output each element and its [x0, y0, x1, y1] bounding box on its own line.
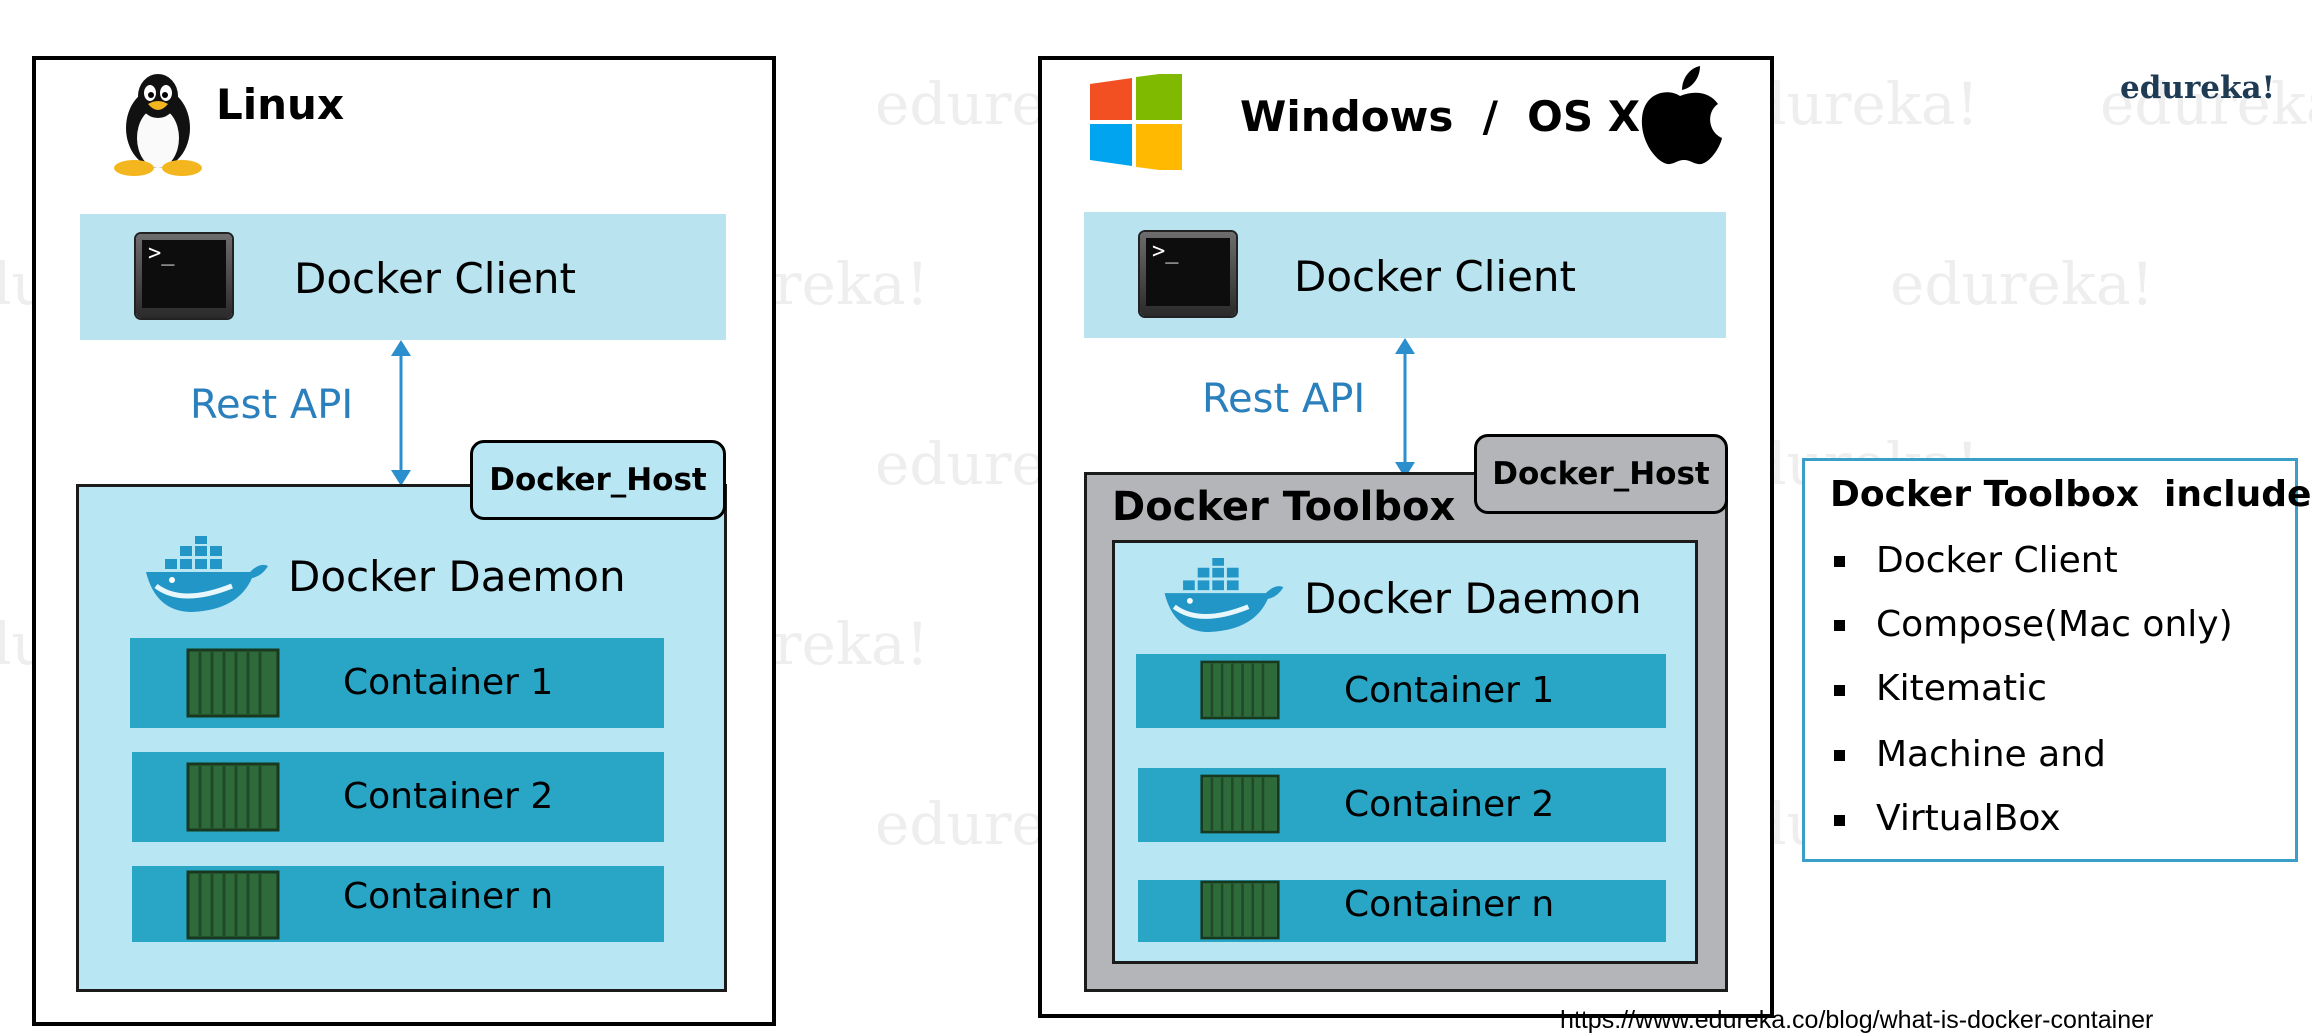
- windows-osx-title: Windows / OS X: [1240, 92, 1641, 141]
- bullet-icon: [1834, 815, 1845, 826]
- source-url: https://www.edureka.co/blog/what-is-dock…: [1560, 1006, 2154, 1034]
- windows-rest-api-label: Rest API: [1202, 376, 1366, 422]
- tux-penguin-icon: [114, 74, 202, 176]
- docker-whale-icon: [1164, 558, 1284, 633]
- bullet-icon: [1834, 685, 1845, 696]
- toolbox-includes-heading: Docker Toolbox includes:: [1830, 474, 2312, 515]
- terminal-icon: >_: [136, 234, 232, 318]
- linux-container-label: Container n: [343, 876, 554, 917]
- apple-logo-icon: [1641, 66, 1722, 165]
- windows-container-label: Container n: [1344, 884, 1555, 925]
- toolbox-item: Machine and: [1876, 734, 2106, 775]
- shipping-container-icon: [186, 870, 280, 940]
- linux-api-arrow: [391, 340, 411, 486]
- windows-api-arrow: [1395, 338, 1415, 478]
- windows-container-label: Container 2: [1344, 784, 1555, 825]
- toolbox-includes-box: [1802, 458, 2298, 862]
- linux-docker-daemon-label: Docker Daemon: [288, 552, 626, 601]
- windows-docker-daemon-label: Docker Daemon: [1304, 574, 1642, 623]
- linux-title: Linux: [216, 80, 345, 129]
- linux-rest-api-label: Rest API: [190, 382, 354, 428]
- docker-whale-icon: [146, 536, 268, 612]
- terminal-prompt: >_: [142, 240, 226, 308]
- toolbox-item: Kitematic: [1876, 668, 2047, 709]
- windows-docker-client-label: Docker Client: [1294, 252, 1577, 301]
- edureka-logo: edureka!: [2120, 70, 2276, 106]
- toolbox-item: VirtualBox: [1876, 798, 2061, 839]
- linux-docker-client-label: Docker Client: [294, 254, 577, 303]
- docker-toolbox-label: Docker Toolbox: [1112, 484, 1456, 530]
- windows-docker-host-tab: Docker_Host: [1474, 434, 1728, 514]
- bullet-icon: [1834, 556, 1845, 567]
- terminal-icon: >_: [1140, 232, 1236, 316]
- toolbox-item: Docker Client: [1876, 540, 2118, 581]
- watermark: edureka!: [1890, 250, 2154, 318]
- linux-container-label: Container 1: [343, 662, 554, 703]
- linux-docker-host-tab: Docker_Host: [470, 440, 726, 520]
- windows-container-label: Container 1: [1344, 670, 1555, 711]
- bullet-icon: [1834, 750, 1845, 761]
- shipping-container-icon: [186, 762, 280, 832]
- shipping-container-icon: [1200, 880, 1280, 940]
- shipping-container-icon: [1200, 774, 1280, 834]
- shipping-container-icon: [186, 648, 280, 718]
- terminal-prompt: >_: [1146, 238, 1230, 306]
- linux-container-label: Container 2: [343, 776, 554, 817]
- toolbox-item: Compose(Mac only): [1876, 604, 2233, 645]
- bullet-icon: [1834, 620, 1845, 631]
- windows-logo-icon: [1090, 74, 1182, 170]
- shipping-container-icon: [1200, 660, 1280, 720]
